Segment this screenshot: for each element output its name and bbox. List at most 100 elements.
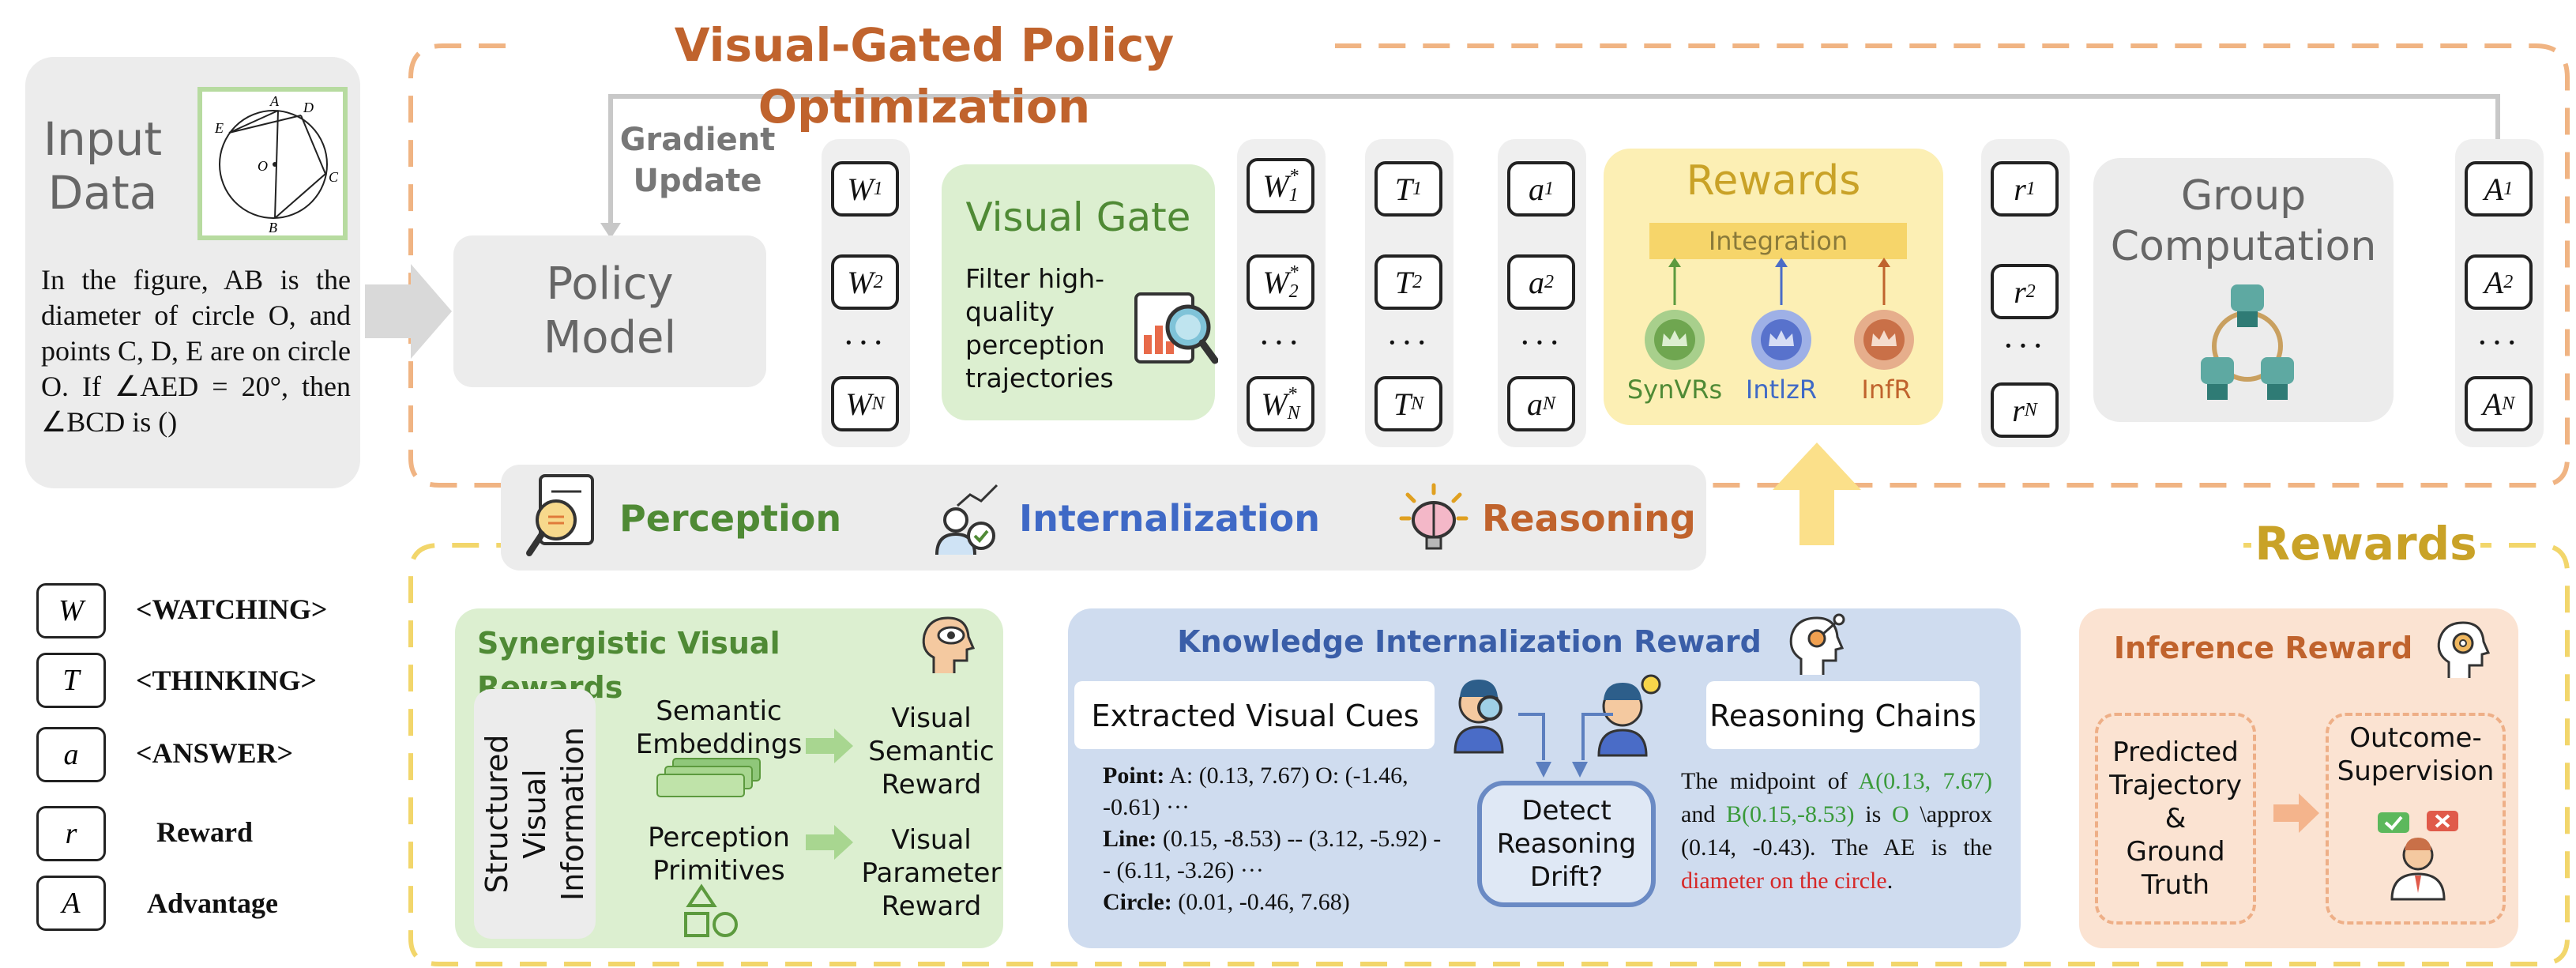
pipeline-reasoning: Reasoning <box>1482 497 1696 540</box>
outcome-supervision-label: Outcome-Supervision <box>2337 722 2495 787</box>
shapes-primitives-icon <box>684 883 738 937</box>
legend-sym-w: W <box>36 583 106 638</box>
pipeline-bar <box>501 465 1706 571</box>
input-heading-text: Input Data <box>43 112 163 220</box>
fig-label-B: B <box>269 220 277 235</box>
inference-title: Inference Reward <box>2113 631 2413 665</box>
legend-label-a: <ANSWER> <box>136 737 294 769</box>
reward-label-synvrs: SynVRs <box>1626 375 1723 405</box>
token-w-ellipsis: ··· <box>843 322 887 362</box>
gear-head-icon <box>2437 621 2491 678</box>
internalization-person-icon <box>935 484 998 556</box>
rewards-section-title: Rewards <box>2251 515 2480 572</box>
geometry-figure-frame: A D E O C B <box>197 87 348 240</box>
visual-gate-desc-3: perception <box>965 330 1105 360</box>
legend-sym-t: T <box>36 653 106 708</box>
rewards-top-title: Rewards <box>1686 157 1861 205</box>
extracted-cues-title: Extracted Visual Cues <box>1091 699 1420 733</box>
main-title: Visual-Gated Policy Optimization <box>521 14 1327 134</box>
visual-gate-desc-1: Filter high- <box>965 263 1105 294</box>
structured-info-box <box>474 689 596 939</box>
visual-gate-desc-4: trajectories <box>965 363 1114 394</box>
chart-magnifier-icon <box>1134 292 1218 364</box>
input-question: In the figure, AB is the diameter of cir… <box>41 264 351 438</box>
visual-gate-desc-2: quality <box>965 296 1055 327</box>
cues-list: Point: A: (0.13, 7.67) O: (-1.46, -0.61)… <box>1103 760 1442 918</box>
token-wsn: W*N <box>1247 376 1314 431</box>
pipeline-internalization: Internalization <box>1019 497 1320 540</box>
gradient-update-text: Gradient Update <box>619 122 776 199</box>
intlzr-medal-icon <box>1751 310 1811 370</box>
legend-label-t: <THINKING> <box>136 665 318 696</box>
extracted-cues-box <box>1074 681 1435 749</box>
policy-model-text: Policy Model <box>543 258 677 363</box>
perception-doc-icon <box>526 474 594 556</box>
inference-panel <box>2079 608 2518 948</box>
token-a-ellipsis: ··· <box>1519 322 1563 362</box>
geometry-figure: A D E O C B <box>214 93 339 235</box>
legend-sym-adv: A <box>36 876 106 931</box>
cue-line: Line: (0.15, -8.53) -- (3.12, -5.92) -- … <box>1103 826 1442 883</box>
reward-label-infr: InfR <box>1861 375 1912 405</box>
token-ws-ellipsis: ··· <box>1258 322 1303 362</box>
legend-label-r: Reward <box>156 816 253 848</box>
supervisor-icon <box>2378 811 2458 901</box>
legend-sym-r: r <box>36 806 106 861</box>
structured-line-2: Visual <box>517 769 552 859</box>
fig-label-E: E <box>214 120 224 136</box>
integration-label: Integration <box>1708 226 1848 256</box>
policy-model-box: Policy Model <box>453 235 766 387</box>
reward-medals <box>1645 258 1914 370</box>
legend-label-adv: Advantage <box>147 887 279 919</box>
structured-line-1: Structured <box>479 734 514 894</box>
detect-arrowheads <box>1536 762 1588 778</box>
reasoning-chains-title: Reasoning Chains <box>1709 699 1976 733</box>
inference-arrow <box>2273 793 2319 833</box>
infr-medal-icon <box>1854 310 1914 370</box>
reward-label-intlzr: IntlzR <box>1745 375 1818 405</box>
reasoning-brain-icon <box>1399 483 1469 550</box>
legend-label-w: <WATCHING> <box>136 593 328 625</box>
pipeline-perception: Perception <box>619 497 842 540</box>
token-r-ellipsis: ··· <box>2003 326 2047 365</box>
token-ws1: W*1 <box>1247 158 1314 213</box>
visual-gate-title: Visual Gate <box>965 194 1191 240</box>
fig-label-O: O <box>258 158 268 174</box>
token-adv-ellipsis: ··· <box>2476 322 2521 362</box>
fig-label-A: A <box>269 93 280 109</box>
cue-point: Point: A: (0.13, 7.67) O: (-1.46, -0.61)… <box>1103 763 1408 820</box>
group-computation-title: Group Computation <box>2093 166 2394 277</box>
reasoning-chains-box <box>1706 681 1980 749</box>
synvrs-medal-icon <box>1645 310 1705 370</box>
knowledge-title: Knowledge Internalization Reward <box>1177 624 1762 659</box>
network-head-icon <box>1789 613 1845 675</box>
group-people-icon <box>2201 284 2294 400</box>
visual-gate-desc: Filter high- quality perception trajecto… <box>965 262 1139 395</box>
structured-info-label: Structured Visual Information <box>474 689 596 939</box>
gradient-update-label: Gradient Update <box>615 117 780 204</box>
reasoning-chain-text: The midpoint of A(0.13, 7.67) and B(0.15… <box>1681 768 1992 894</box>
token-t-ellipsis: ··· <box>1386 322 1431 362</box>
fig-label-D: D <box>303 100 314 115</box>
synergistic-title: Synergistic Visual Rewards <box>477 626 780 705</box>
investigators-icon <box>1453 674 1661 760</box>
